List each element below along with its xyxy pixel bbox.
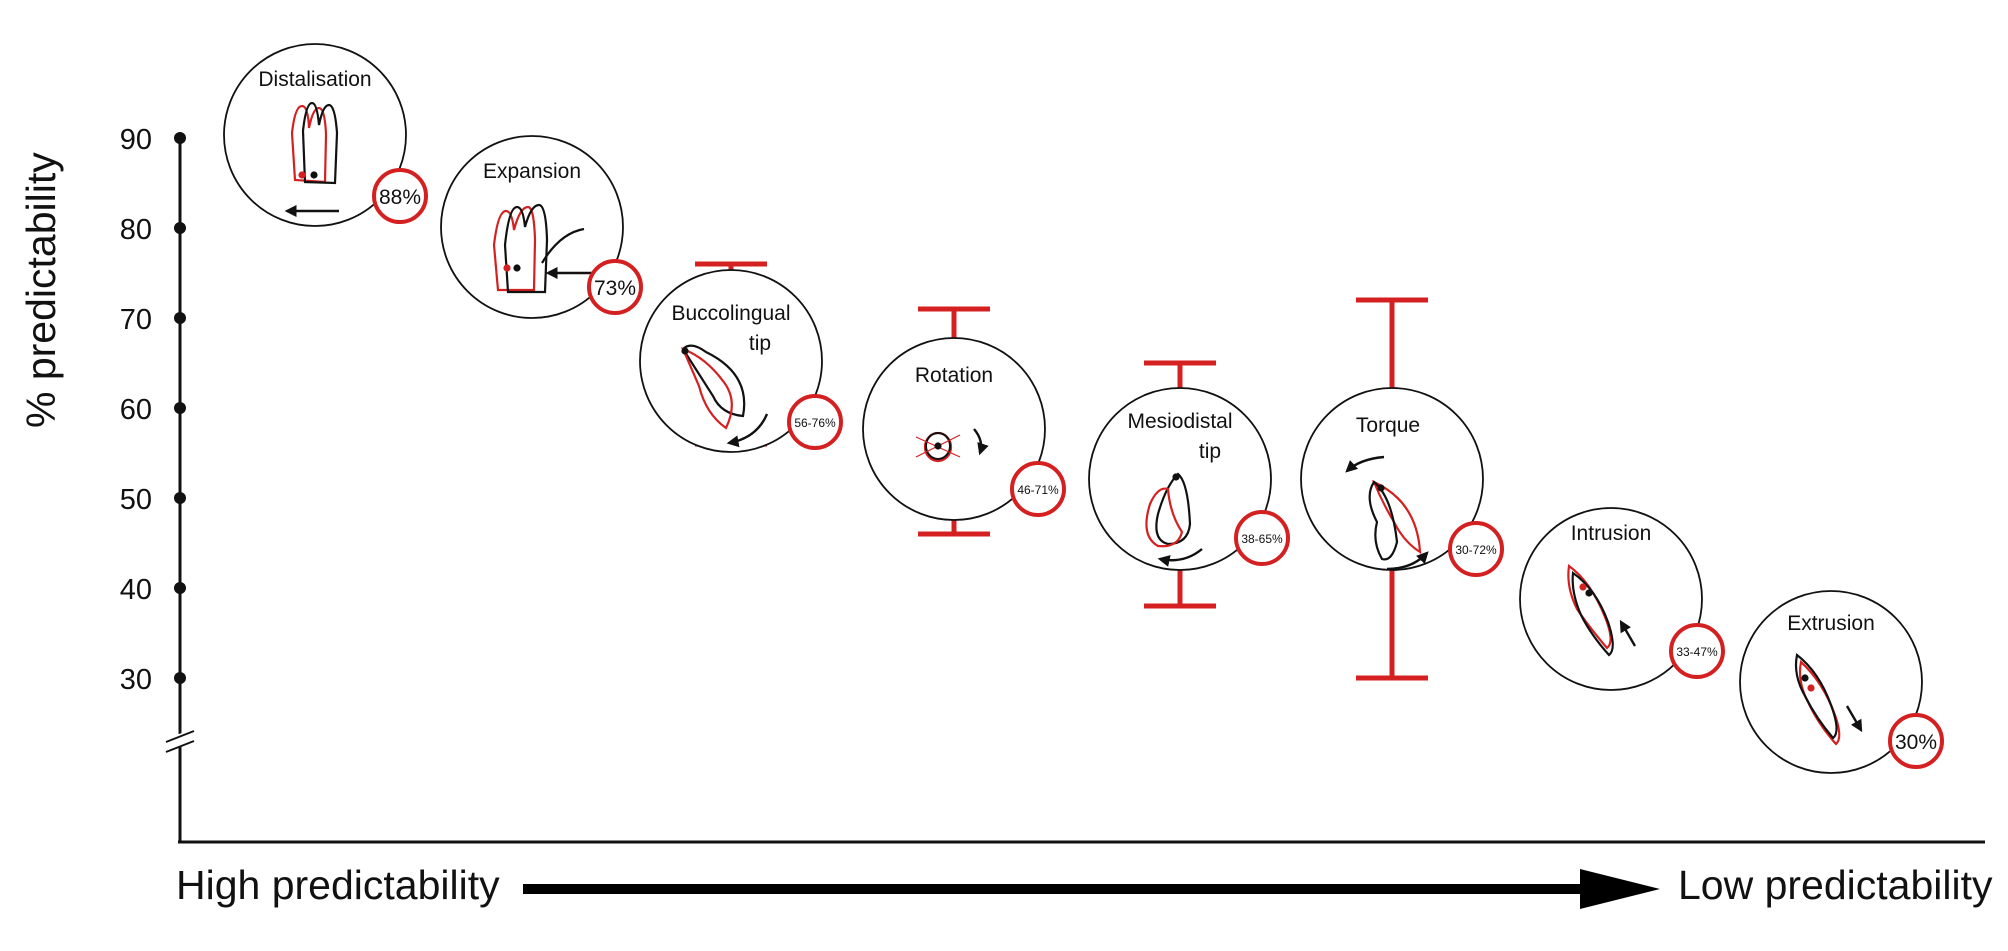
movement-label: Torque [1356,414,1420,437]
movement-bubble: Rotation 46-71% [862,337,1066,521]
bubble-circle [639,269,823,453]
percent-badge-label: 56-76% [794,416,836,430]
percent-badge-label: 38-65% [1241,532,1283,546]
movement-bubble: Buccolingual tip 56-76% [639,269,843,453]
movement-label: Buccolingual [671,302,790,325]
tooth-icon [284,101,339,217]
movement-label: Distalisation [258,68,371,91]
movement-bubble: Mesiodistal tip 38-65% [1088,387,1290,571]
movement-label: Mesiodistal [1127,410,1232,433]
movement-bubble: Distalisation 88% [223,43,428,227]
tooth-icon [1145,472,1203,567]
percent-badge-label: 33-47% [1676,645,1718,659]
bubble-circle [1519,507,1703,691]
percent-badge [1234,510,1290,566]
movement-label: Expansion [483,160,581,183]
bubble-circle [862,337,1046,521]
movement-label: tip [749,332,771,355]
percent-badge-label: 46-71% [1017,483,1059,497]
tooth-icon [680,344,769,448]
movement-label: Rotation [915,364,993,387]
tooth-icon [1345,455,1429,571]
y-tick-dot [174,582,186,594]
direction-arrow-icon [523,869,1660,909]
y-axis-label: % predictability [18,152,64,428]
y-tick-dot [174,312,186,324]
y-tick-label: 30 [120,664,152,696]
movement-label: Intrusion [1571,522,1652,545]
percent-badge-label: 88% [379,186,421,209]
percent-badge-label: 30% [1895,731,1937,754]
percent-badge [372,168,428,224]
percent-badge [1010,461,1066,517]
percent-badge [587,259,643,315]
y-tick-dot [174,672,186,684]
bubble-circle [223,43,407,227]
y-ticks: 90 80 70 60 50 40 30 [120,124,186,696]
y-tick-label: 90 [120,124,152,156]
percent-badge-label: 30-72% [1455,543,1497,557]
movement-bubbles: Distalisation88%Expansion73%Buccolingual… [223,43,1944,774]
percent-badge [1448,521,1504,577]
axis-break-icon [161,728,199,753]
low-predictability-label: Low predictability [1678,862,1993,908]
tooth-icon [492,203,592,294]
movement-label: Extrusion [1787,612,1875,635]
movement-bubble: Intrusion 33-47% [1519,507,1725,691]
bubble-circle [1088,387,1272,571]
percent-badge-label: 73% [594,277,636,300]
high-predictability-label: High predictability [176,862,500,908]
percent-badge [1888,713,1944,769]
movement-bubble: Expansion 73% [440,135,643,319]
bubble-circle [1739,590,1923,774]
percent-badge [787,394,843,450]
tooth-icon [1567,564,1637,657]
movement-bubble: Torque 30-72% [1300,387,1504,577]
y-tick-label: 40 [120,574,152,606]
tooth-icon [915,428,989,463]
y-tick-dot [174,402,186,414]
y-tick-label: 60 [120,394,152,426]
percent-badge [1669,623,1725,679]
y-tick-label: 80 [120,214,152,246]
y-tick-label: 50 [120,484,152,516]
tooth-icon [1794,653,1863,746]
y-tick-label: 70 [120,304,152,336]
movement-bubble: Extrusion 30% [1739,590,1944,774]
movement-label: tip [1199,440,1221,463]
y-tick-dot [174,492,186,504]
y-tick-dot [174,132,186,144]
y-tick-dot [174,222,186,234]
